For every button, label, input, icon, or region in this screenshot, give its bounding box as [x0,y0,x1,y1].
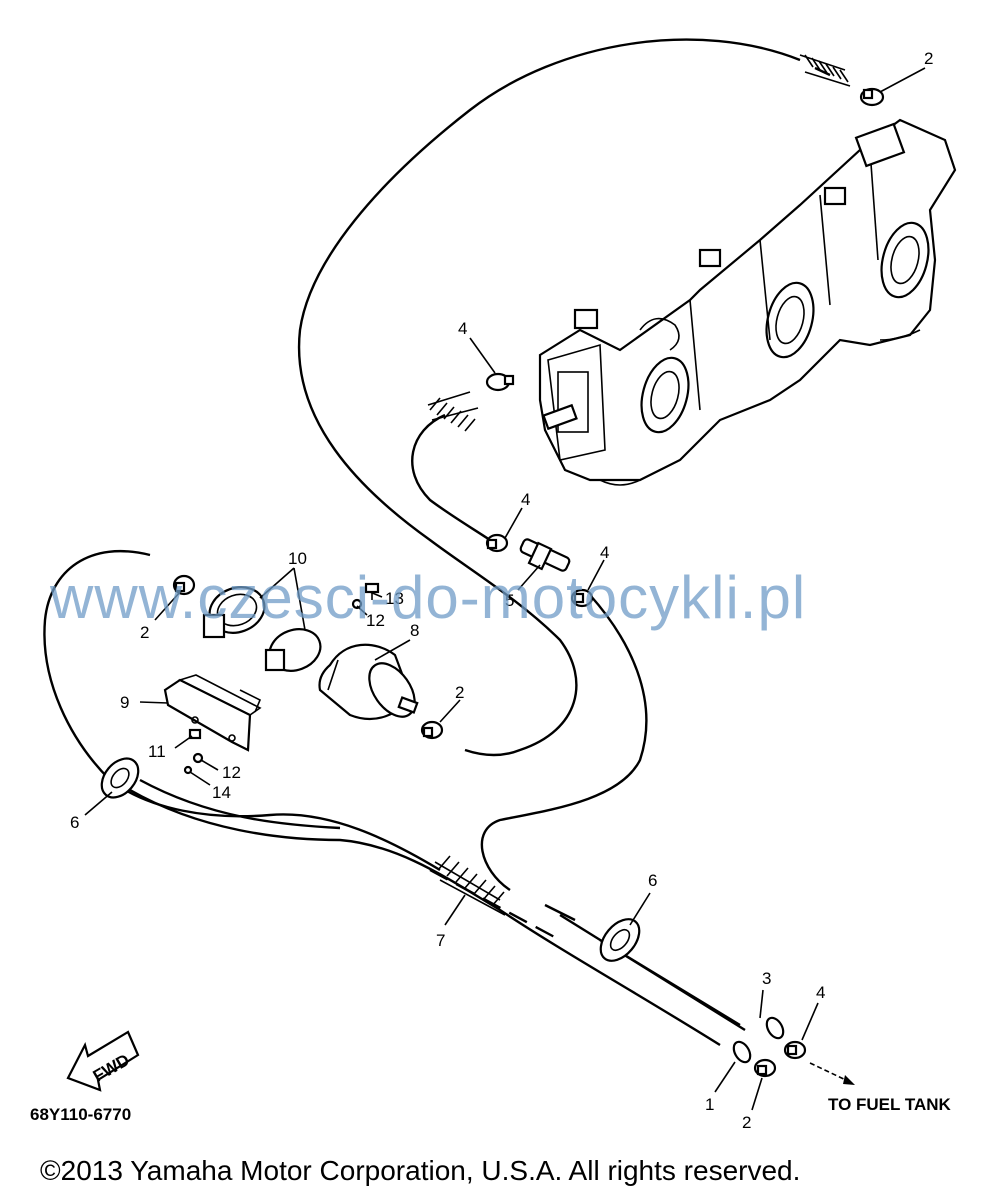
label-1: 1 [705,1095,714,1114]
clamp-joint-left [485,533,509,553]
clamp-joint-right [570,588,594,608]
label-3: 3 [762,969,771,988]
label-2-bottom: 2 [742,1113,751,1132]
watermark-text: www.czesci-do-motocykli.pl [49,564,806,631]
leader-lines [84,67,926,1111]
label-10: 10 [288,549,307,568]
label-2-left: 2 [140,623,149,642]
nut-12-top [351,598,363,610]
grommet-left [100,757,140,799]
fwd-arrow: FWD [66,1030,140,1092]
label-5: 5 [505,591,514,610]
label-2-filter: 2 [455,683,464,702]
label-7: 7 [436,931,445,950]
washer-14 [183,765,193,775]
label-8: 8 [410,621,419,640]
clamp-filter-outlet [420,720,444,740]
label-4-joint-left: 4 [521,490,530,509]
label-6-left: 6 [70,813,79,832]
spring-guard-mid [427,391,479,432]
hose-end-3 [765,1016,785,1040]
drawing-code: 68Y110-6770 [30,1105,131,1124]
label-12-top: 12 [366,611,385,630]
label-4-carb: 4 [458,319,467,338]
label-14: 14 [212,783,231,802]
spring-guard-top [799,54,851,87]
fuel-filter [318,643,419,720]
filter-bracket-clamp [202,586,322,672]
to-fuel-tank-arrow [809,1062,855,1085]
copyright-text: ©2013 Yamaha Motor Corporation, U.S.A. A… [40,1155,800,1186]
joint-fitting [519,538,571,572]
label-2-top: 2 [924,49,933,68]
clamp-bottom-2 [753,1058,777,1078]
hose-end-1 [732,1040,752,1064]
clamp-bottom-4 [783,1040,807,1060]
to-fuel-tank-label: TO FUEL TANK [828,1095,952,1114]
clamp-carb [485,372,515,392]
grommet-right [599,918,641,962]
label-6-right: 6 [648,871,657,890]
nut-12-bottom [192,752,204,764]
label-12-bottom: 12 [222,763,241,782]
part-labels: 2 4 4 4 5 2 2 10 13 12 8 9 11 12 14 6 7 … [70,49,933,1132]
clamp-left [172,574,196,596]
label-13: 13 [385,589,404,608]
label-11: 11 [148,742,166,761]
clamp-top [859,87,885,107]
bolt-11 [188,728,202,740]
mounting-plate [163,674,262,752]
spring-guard-7 [434,855,506,916]
label-4-joint-right: 4 [600,543,609,562]
carburetor-assembly [538,118,957,486]
label-4-bottom: 4 [816,983,825,1002]
label-9: 9 [120,693,129,712]
fuel-hoses [43,38,831,1047]
